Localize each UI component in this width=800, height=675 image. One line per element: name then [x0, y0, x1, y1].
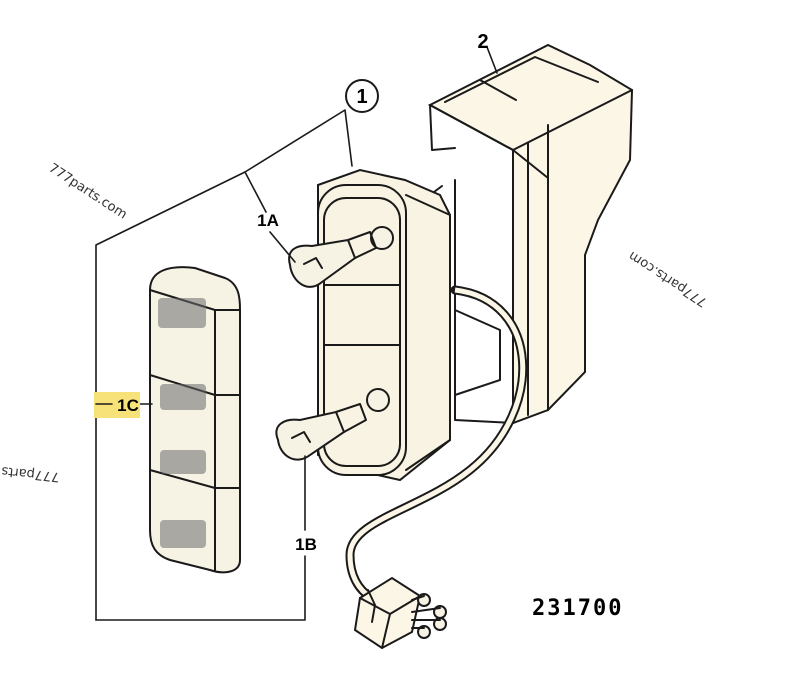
callout-part-1: 1 — [345, 79, 379, 113]
bulb-1b — [275, 403, 367, 461]
watermark-left: 777parts — [1, 463, 61, 484]
label-part-1b: 1B — [295, 535, 317, 554]
watermark-top-left: 777parts.com — [46, 161, 130, 223]
label-part-1: 1 — [356, 86, 367, 108]
callout-part-1c-highlight[interactable]: 1C — [94, 392, 140, 418]
bulb-1a — [288, 231, 377, 288]
highlight-box — [94, 392, 140, 418]
wiring-cable — [345, 285, 528, 603]
label-part-2: 2 — [477, 31, 488, 53]
label-part-1c: 1C — [117, 396, 139, 415]
watermark-right: 777parts.com — [626, 248, 710, 310]
housing-cover-2 — [427, 43, 634, 425]
connector-plug — [353, 576, 447, 650]
callout-lines — [95, 46, 498, 621]
lens-1c — [149, 266, 241, 574]
label-part-1a: 1A — [257, 211, 279, 230]
drawing-number: 231700 — [532, 596, 623, 621]
